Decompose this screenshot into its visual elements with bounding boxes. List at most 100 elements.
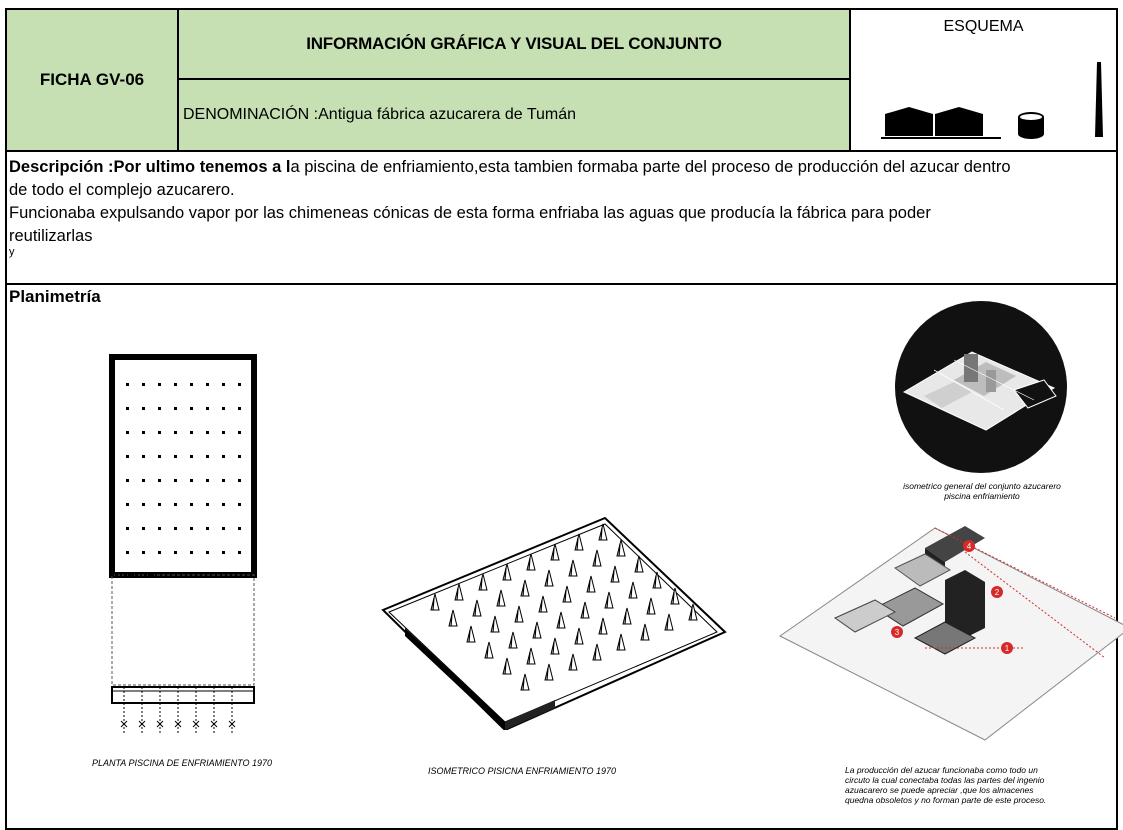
marker-3: 3 xyxy=(891,626,903,638)
plan-dot xyxy=(158,503,161,506)
plan-dot xyxy=(222,551,225,554)
plan-dot xyxy=(142,479,145,482)
cooling-cone-shade xyxy=(582,605,585,619)
plan-dot xyxy=(238,407,241,410)
caption-process-3: azuacarero se puede apreciar ,que los al… xyxy=(845,785,1034,795)
caption-process-4: quedna obsoletos y no forman parte de es… xyxy=(845,795,1047,805)
cooling-cone-shade xyxy=(504,567,507,581)
description-line1: a piscina de enfriamiento,esta tambien f… xyxy=(290,158,1011,176)
plan-dot xyxy=(238,551,241,554)
plan-dot xyxy=(126,431,129,434)
description-block: Descripción :Por ultimo tenemos a la pis… xyxy=(7,150,1116,285)
description-line3: Funcionaba expulsando vapor por las chim… xyxy=(9,204,931,222)
plan-dot xyxy=(174,383,177,386)
plan-dot xyxy=(206,479,209,482)
plan-dot xyxy=(206,407,209,410)
cooling-cone-shade xyxy=(600,621,603,635)
plan-dot xyxy=(158,527,161,530)
plan-dot xyxy=(190,407,193,410)
cooling-cone-shade xyxy=(492,619,495,633)
plan-dot xyxy=(222,431,225,434)
plan-dot xyxy=(142,383,145,386)
caption-general-1: isometrico general del conjunto azucarer… xyxy=(903,481,1061,491)
cooling-cone-shade xyxy=(564,589,567,603)
plan-dot xyxy=(190,503,193,506)
cooling-cone-shade xyxy=(576,631,579,645)
plan-dot xyxy=(222,407,225,410)
cooling-cone-shade xyxy=(666,617,669,631)
cooling-cone-shade xyxy=(474,603,477,617)
plan-dot xyxy=(222,383,225,386)
cooling-cone-shade xyxy=(552,547,555,561)
plan-dot xyxy=(238,479,241,482)
plan-dot xyxy=(222,527,225,530)
plan-dot xyxy=(126,455,129,458)
cooling-cone-shade xyxy=(636,559,639,573)
plan-dot xyxy=(142,407,145,410)
plan-dot xyxy=(190,383,193,386)
plan-dot xyxy=(206,527,209,530)
cooling-cone-shade xyxy=(642,627,645,641)
description-line4: reutilizarlas xyxy=(9,227,93,245)
plan-dot xyxy=(206,455,209,458)
plan-dot xyxy=(158,383,161,386)
pool-isometric-drawing xyxy=(375,460,735,730)
plan-dot xyxy=(206,383,209,386)
caption-iso: ISOMETRICO PISICNA ENFRIAMIENTO 1970 xyxy=(427,766,617,776)
plan-dot xyxy=(174,503,177,506)
cooling-cone-shade xyxy=(690,607,693,621)
cooling-cone-shade xyxy=(570,563,573,577)
ficha-sheet: FICHA GV-06 INFORMACIÓN GRÁFICA Y VISUAL… xyxy=(5,8,1123,830)
cooling-cone-shade xyxy=(654,575,657,589)
plan-dot xyxy=(126,527,129,530)
cooling-cone-shade xyxy=(534,625,537,639)
plan-dot xyxy=(238,455,241,458)
plan-dot xyxy=(190,527,193,530)
cooling-cone-shade xyxy=(432,597,435,611)
svg-text:1: 1 xyxy=(1005,644,1010,653)
cooling-cone-shade xyxy=(618,543,621,557)
plan-dot xyxy=(158,551,161,554)
plan-dot xyxy=(142,431,145,434)
description-lead: Descripción :Por ultimo tenemos a l xyxy=(9,158,291,176)
svg-text:3: 3 xyxy=(895,628,900,637)
plan-dot xyxy=(174,455,177,458)
plan-dot xyxy=(238,527,241,530)
caption-process-1: La producción del azucar funcionaba como… xyxy=(845,765,1038,775)
pool-plan-drawing xyxy=(64,335,294,745)
esquema-label: ESQUEMA xyxy=(943,18,1024,35)
denominacion-field: DENOMINACIÓN :Antigua fábrica azucarera … xyxy=(179,80,851,150)
cooling-cone-shade xyxy=(594,553,597,567)
plan-dot xyxy=(158,455,161,458)
cooling-cone-shade xyxy=(600,527,603,541)
plan-dot xyxy=(238,431,241,434)
cooling-cone-shade xyxy=(480,577,483,591)
cooling-cone-shade xyxy=(552,641,555,655)
plan-dot xyxy=(158,407,161,410)
marker-1: 1 xyxy=(1001,642,1013,654)
cooling-cone-shade xyxy=(486,645,489,659)
plan-dot xyxy=(126,551,129,554)
cooling-cone-shade xyxy=(468,629,471,643)
general-isometric-circle xyxy=(895,301,1067,473)
plan-dot xyxy=(222,455,225,458)
cooling-cone-shade xyxy=(558,615,561,629)
plan-dot xyxy=(238,503,241,506)
cooling-cone-shade xyxy=(522,583,525,597)
cooling-cone-shade xyxy=(546,573,549,587)
plan-dot xyxy=(142,503,145,506)
cooling-cone-shade xyxy=(648,601,651,615)
cooling-cone-shade xyxy=(546,667,549,681)
cooling-cone-shade xyxy=(606,595,609,609)
cooling-cone-shade xyxy=(540,599,543,613)
cooling-cone-shade xyxy=(570,657,573,671)
cooling-cone-shade xyxy=(522,677,525,691)
plan-dot xyxy=(142,527,145,530)
plan-dot xyxy=(126,503,129,506)
plan-dot xyxy=(238,383,241,386)
cooling-cone-shade xyxy=(588,579,591,593)
plan-dot xyxy=(174,527,177,530)
cooling-cone-shade xyxy=(510,635,513,649)
cooling-cone-shade xyxy=(504,661,507,675)
cooling-cone-shade xyxy=(576,537,579,551)
